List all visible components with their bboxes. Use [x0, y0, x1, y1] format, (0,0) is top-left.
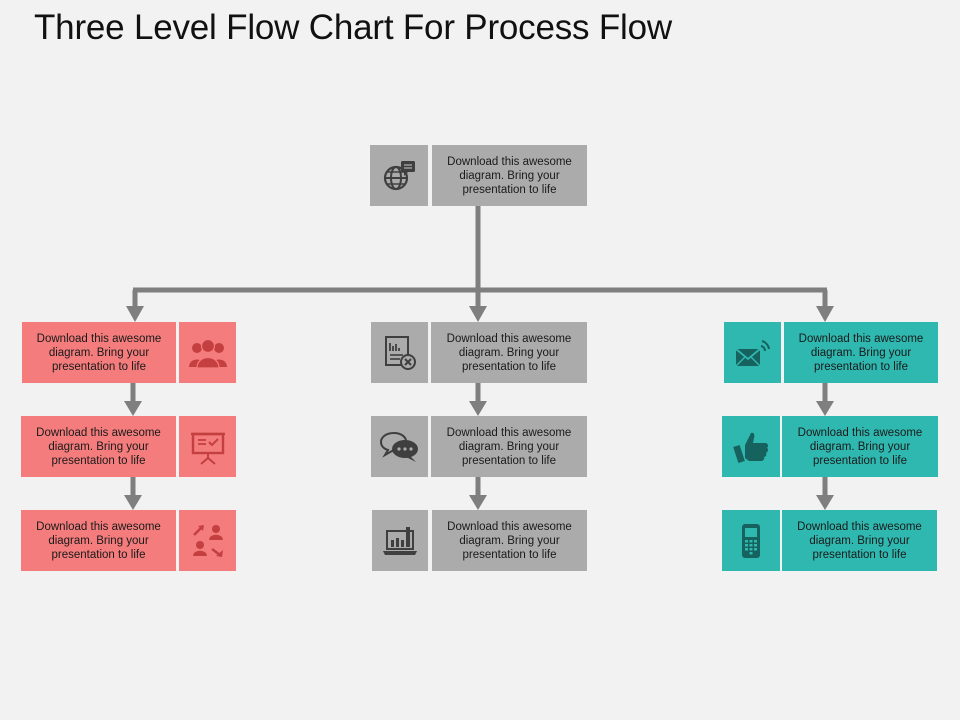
center-node-3-text: Download this awesome diagram. Bring you…: [432, 510, 587, 571]
right-node-1-text: Download this awesome diagram. Bring you…: [784, 322, 938, 383]
speech-bubbles-icon: [379, 431, 418, 462]
right-node-1-icon-box: [724, 322, 781, 383]
arrowhead-left-1: [124, 401, 142, 416]
arrowhead-left-2: [124, 495, 142, 510]
page-title: Three Level Flow Chart For Process Flow: [34, 8, 672, 47]
left-node-1-text: Download this awesome diagram. Bring you…: [22, 322, 176, 383]
center-node-1-text: Download this awesome diagram. Bring you…: [431, 322, 587, 383]
center-node-2-icon-box: [371, 416, 428, 477]
globe-chat-icon: [383, 160, 415, 190]
arrowhead-center-1: [469, 401, 487, 416]
center-node-1-icon-box: [371, 322, 428, 383]
right-node-3-icon-box: [722, 510, 780, 571]
top-node-icon-box: [370, 145, 428, 206]
arrowhead-left-top: [126, 306, 144, 322]
arrowhead-right-2: [816, 495, 834, 510]
right-node-2-text: Download this awesome diagram. Bring you…: [782, 416, 938, 477]
presentation-board-icon: [190, 432, 225, 465]
wireless-mail-icon: [734, 339, 770, 366]
center-node-2-text: Download this awesome diagram. Bring you…: [431, 416, 587, 477]
arrowhead-right-1: [816, 401, 834, 416]
left-node-2-text: Download this awesome diagram. Bring you…: [21, 416, 176, 477]
arrowhead-center-top: [469, 306, 487, 322]
left-node-3-text: Download this awesome diagram. Bring you…: [21, 510, 176, 571]
mobile-phone-icon: [742, 523, 760, 558]
group-people-icon: [188, 338, 227, 369]
right-node-3-text: Download this awesome diagram. Bring you…: [782, 510, 937, 571]
exchange-people-icon: [192, 524, 223, 557]
arrowhead-right-top: [816, 306, 834, 322]
left-node-2-icon-box: [179, 416, 236, 477]
top-node-text: Download this awesome diagram. Bring you…: [432, 145, 587, 206]
right-node-2-icon-box: [722, 416, 780, 477]
thumbs-up-icon: [732, 432, 769, 465]
left-node-3-icon-box: [179, 510, 236, 571]
left-node-1-icon-box: [179, 322, 236, 383]
laptop-chart-icon: [383, 526, 417, 555]
report-cancel-icon: [384, 335, 416, 370]
center-node-3-icon-box: [372, 510, 428, 571]
arrowhead-center-2: [469, 495, 487, 510]
